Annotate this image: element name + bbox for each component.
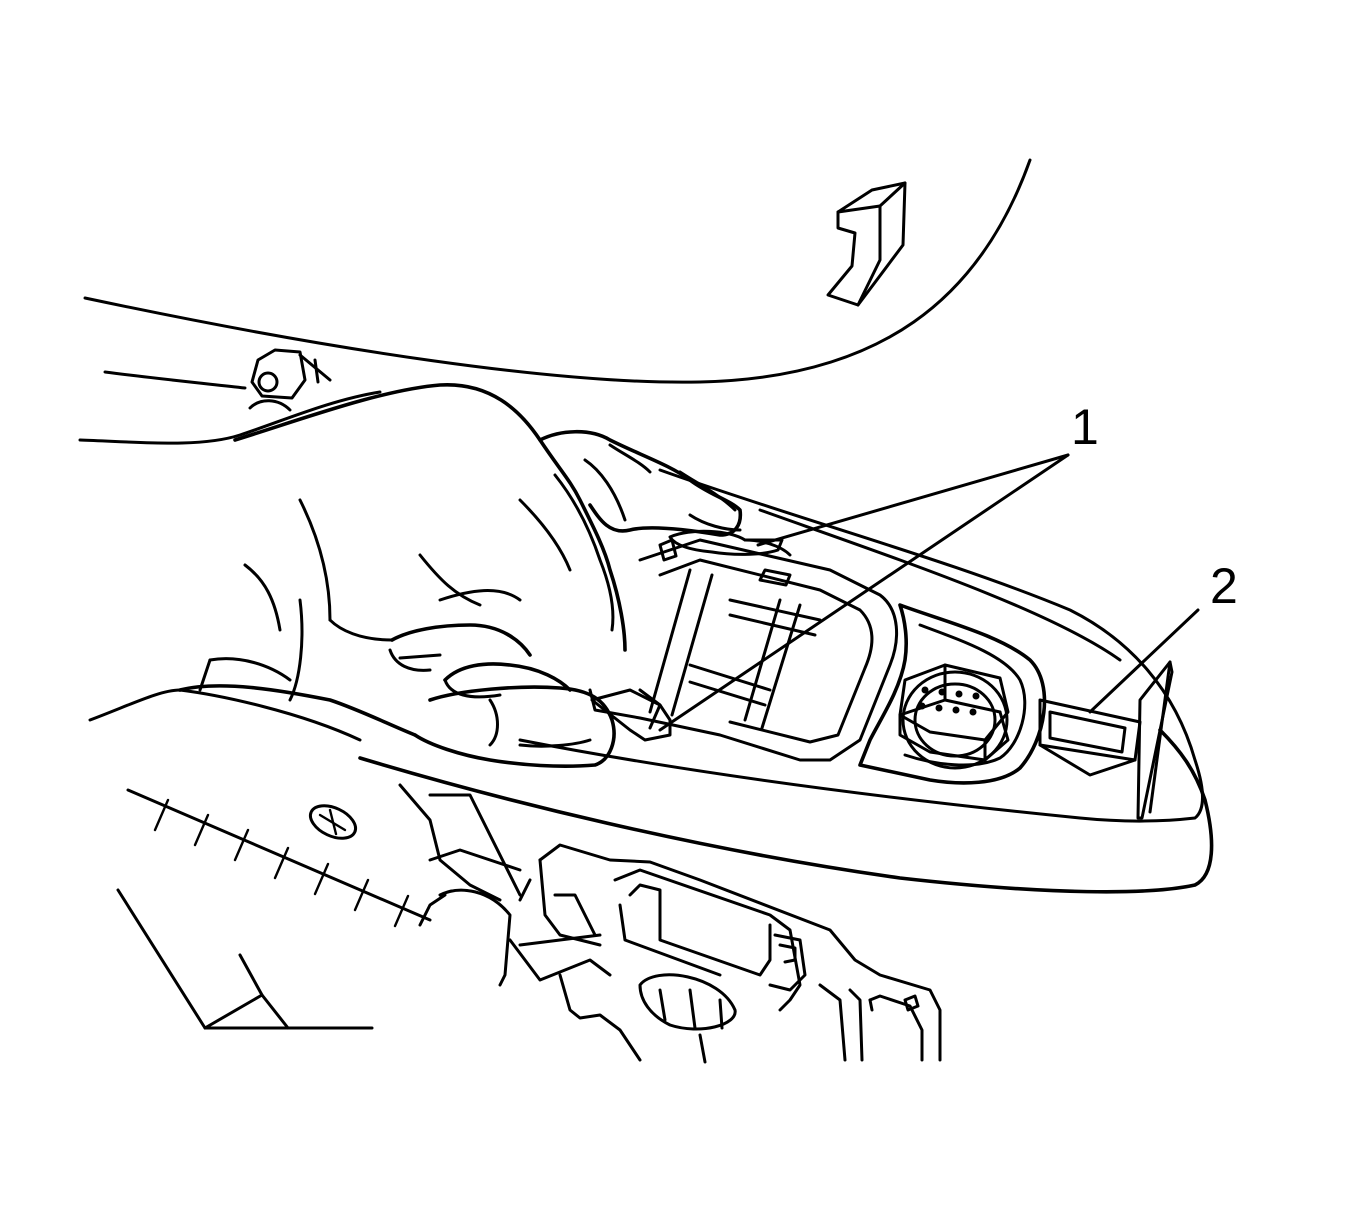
callout-leaders: [658, 453, 1200, 732]
callout-1-label: 1: [1071, 399, 1099, 455]
retainer-clip: [103, 348, 332, 412]
trim-panel: [78, 390, 432, 1030]
callout-labels: 1 2: [1071, 399, 1238, 614]
upper-body-panel: [83, 158, 1032, 384]
mounting-bracket: [398, 783, 942, 1064]
lamp-housing: [358, 468, 1214, 894]
technician-hand: [178, 383, 792, 768]
callout-2-label: 2: [1210, 558, 1238, 614]
